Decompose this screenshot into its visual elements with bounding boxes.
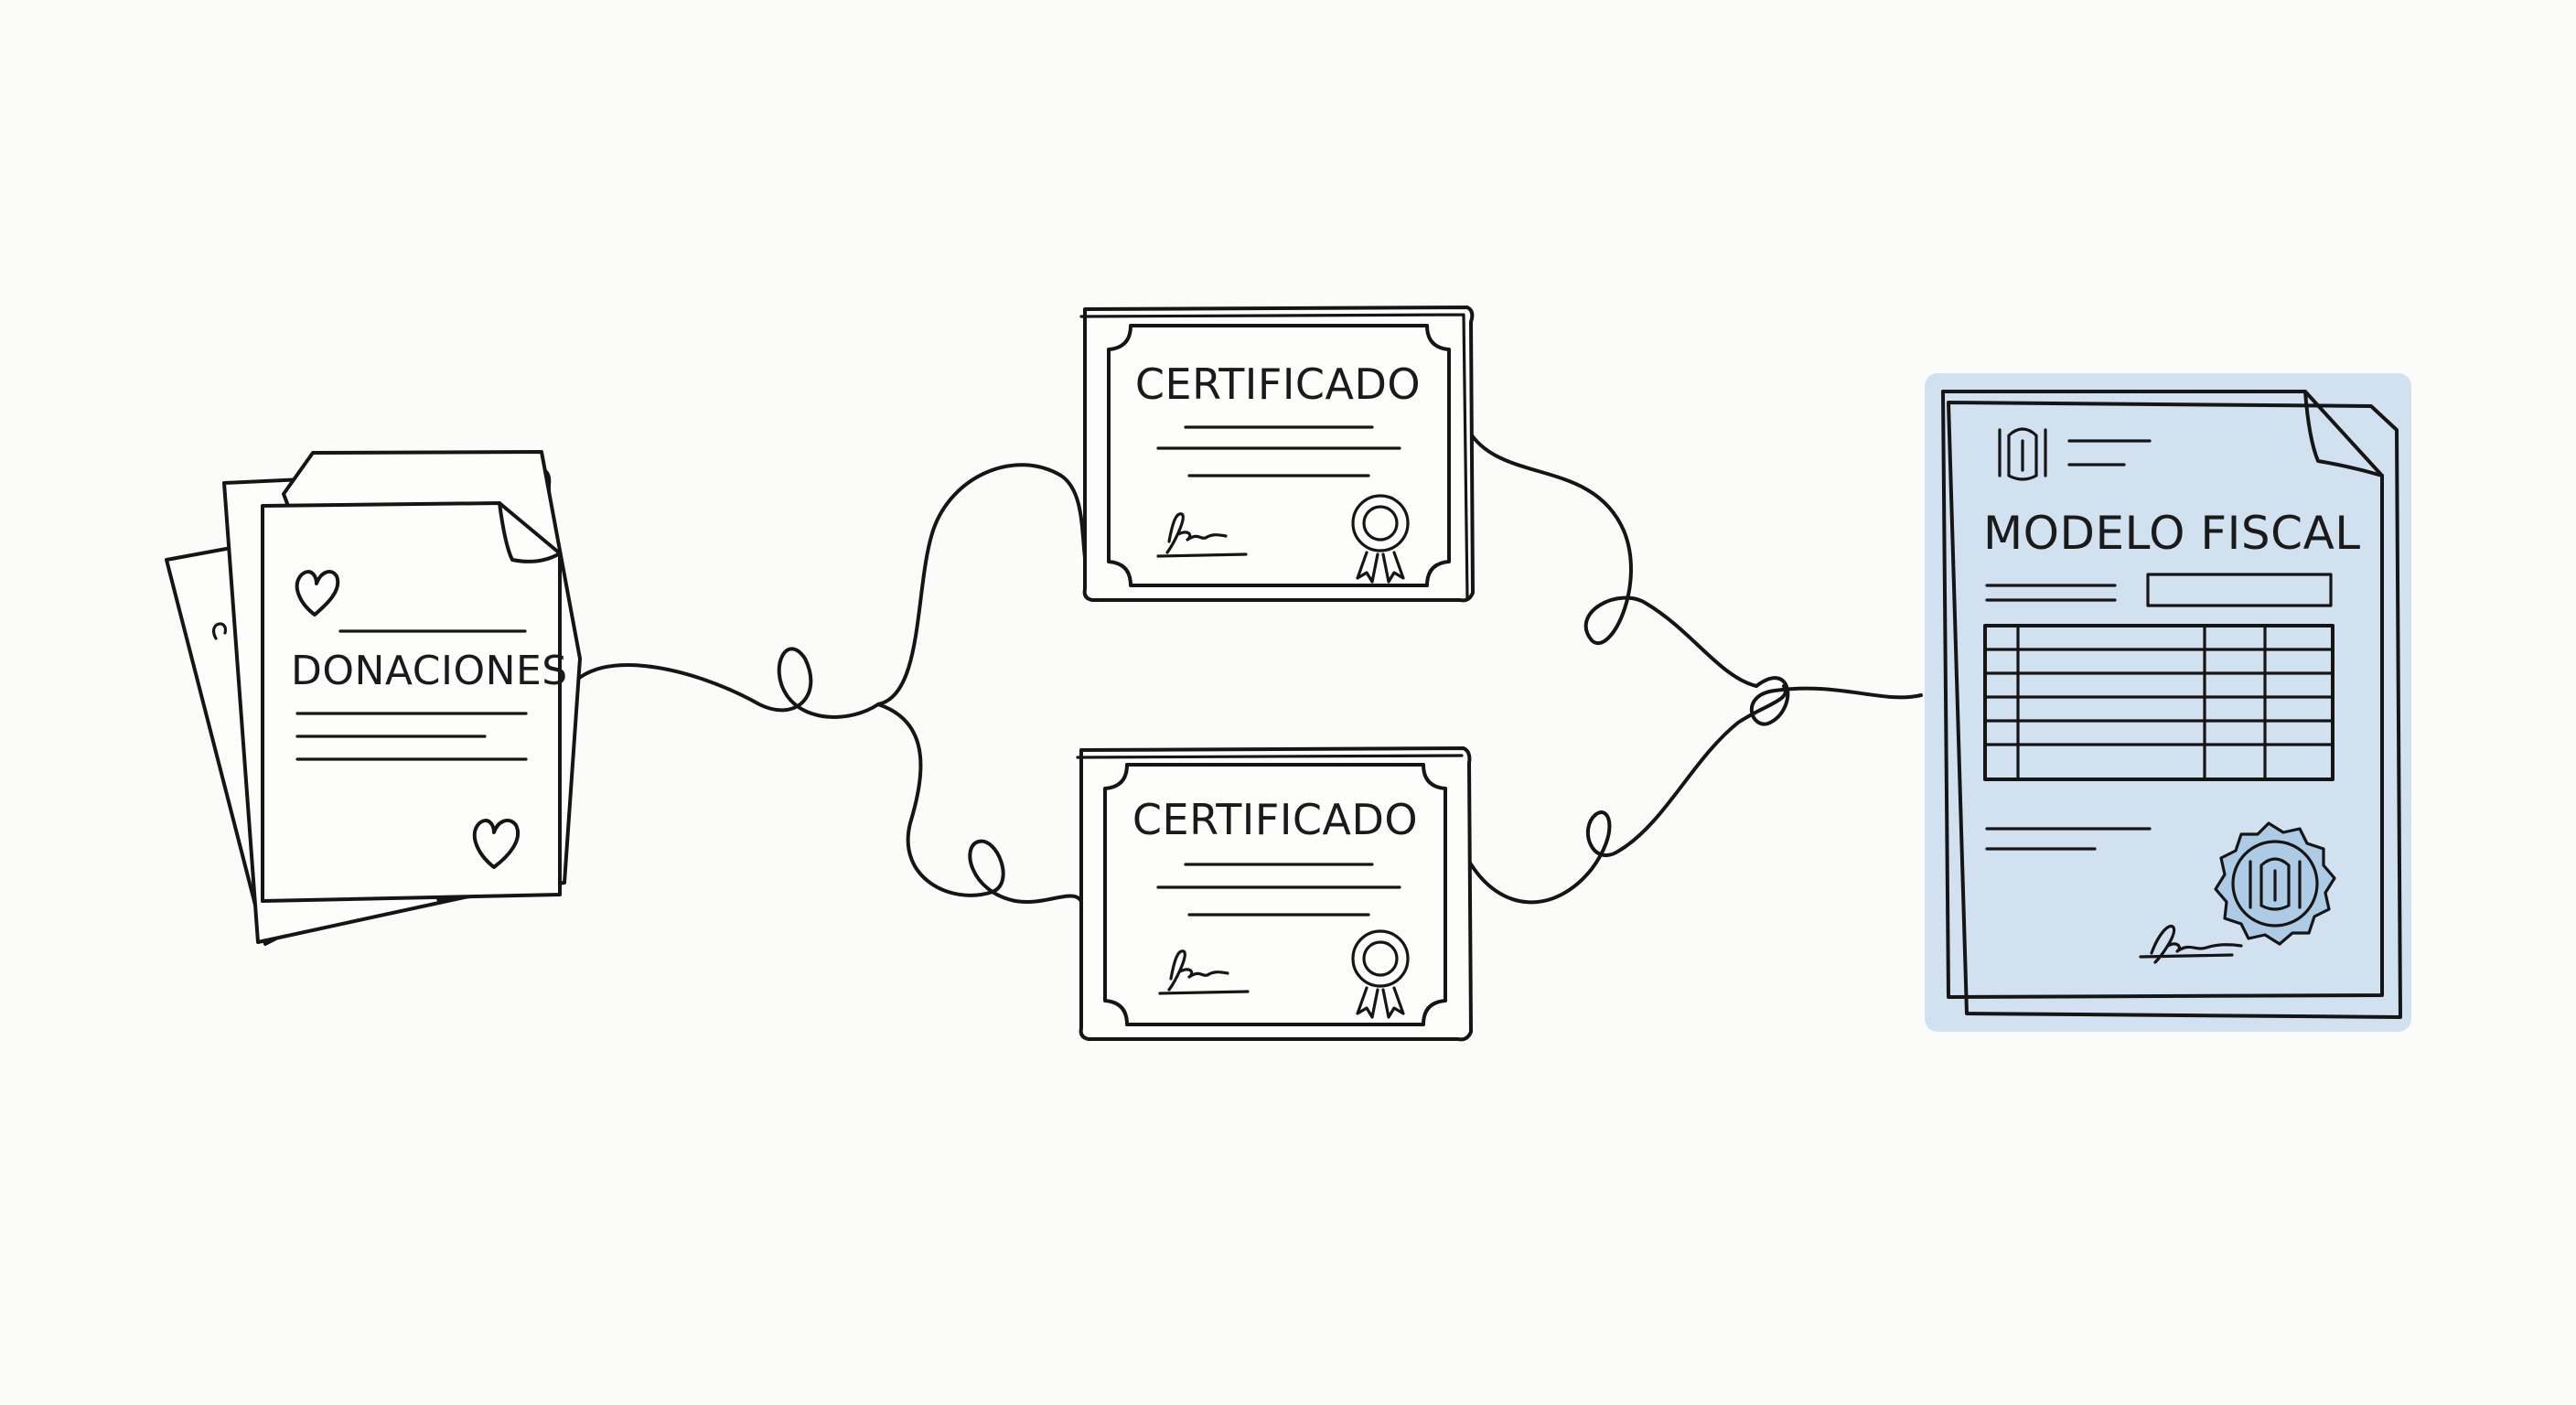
signature — [1158, 949, 1250, 995]
certificate-title: CERTIFICADO — [1132, 795, 1418, 844]
fiscal-table — [1983, 624, 2334, 781]
certificate-inner-border — [1107, 324, 1451, 587]
certificate-outer-border-double — [1079, 313, 1469, 600]
connector-to-top-certificate — [876, 463, 1090, 706]
signature — [1156, 512, 1248, 558]
donaciones-title: DONACIONES — [291, 648, 568, 694]
certificate-outer-border-double — [1076, 754, 1464, 759]
signature — [2139, 924, 2243, 964]
certificate-top: CERTIFICADO — [1079, 306, 1475, 603]
connector-from-bottom-certificate — [1466, 684, 1787, 905]
coat-of-arms-icon — [1998, 427, 2047, 481]
front-sheet — [1941, 390, 2384, 999]
modelo-fiscal-title: MODELO FISCAL — [1983, 507, 2361, 560]
dog-ear — [2303, 390, 2384, 477]
form-field-box — [2146, 573, 2333, 607]
front-sheet — [261, 501, 562, 903]
award-rosette-icon — [1351, 494, 1410, 584]
award-rosette-icon — [1351, 929, 1410, 1019]
connector-to-bottom-certificate — [876, 702, 1086, 917]
connector-donaciones — [561, 647, 880, 719]
back-sheet — [1947, 401, 2402, 1019]
connector-from-top-certificate — [1466, 428, 1758, 688]
heart-icon — [472, 818, 520, 869]
connector-lines — [561, 428, 1923, 917]
certificate-title: CERTIFICADO — [1135, 359, 1421, 409]
heart-icon — [295, 569, 340, 617]
official-seal-icon — [2214, 821, 2336, 946]
donaciones-document-stack: DONACIONES — [165, 450, 582, 946]
highlight-background — [1925, 373, 2411, 1032]
partial-heart-icon — [212, 622, 227, 640]
certificate-outer-border — [1082, 306, 1475, 603]
connector-to-modelo-fiscal — [1749, 676, 1923, 726]
modelo-fiscal-document: MODELO FISCAL — [1925, 373, 2411, 1032]
certificate-inner-border — [1103, 763, 1447, 1026]
dog-ear — [498, 501, 562, 563]
certificate-bottom: CERTIFICADO — [1076, 746, 1473, 1042]
certificate-outer-border — [1079, 746, 1473, 1042]
